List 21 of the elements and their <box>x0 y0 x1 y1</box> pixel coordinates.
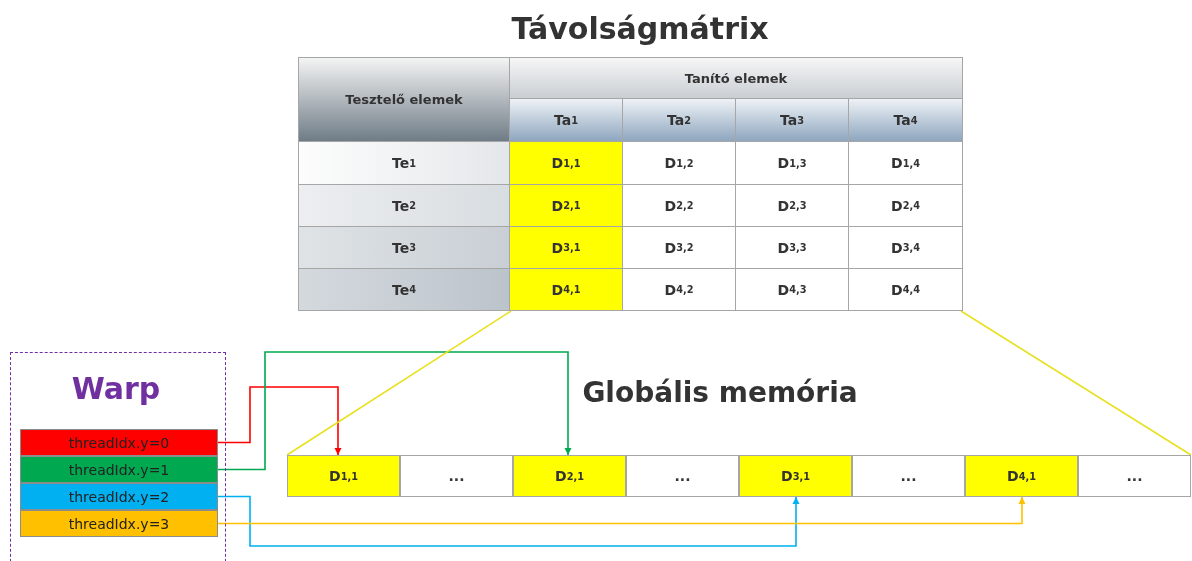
memory-cell: ... <box>626 455 739 497</box>
table-header: Tanító elemek <box>509 57 963 99</box>
memory-cell: ... <box>1078 455 1191 497</box>
projection-line <box>960 310 1192 456</box>
thread-box: threadIdx.y=3 <box>20 510 218 537</box>
arrow <box>217 351 572 471</box>
projection-line <box>286 310 512 456</box>
thread-box: threadIdx.y=2 <box>20 483 218 510</box>
diagram-title: Távolságmátrix <box>510 9 770 48</box>
memory-cell: ... <box>400 455 513 497</box>
table-header: Tesztelő elemek <box>298 57 510 142</box>
memory-title: Globális memória <box>581 374 859 411</box>
thread-box: threadIdx.y=0 <box>20 429 218 456</box>
thread-box: threadIdx.y=1 <box>20 456 218 483</box>
memory-cell: ... <box>852 455 965 497</box>
arrow <box>217 386 342 456</box>
arrow <box>217 496 1026 525</box>
distance-matrix-table <box>298 57 963 311</box>
group-title: Warp <box>70 371 162 406</box>
warp-group <box>10 352 226 561</box>
arrow <box>217 495 800 547</box>
